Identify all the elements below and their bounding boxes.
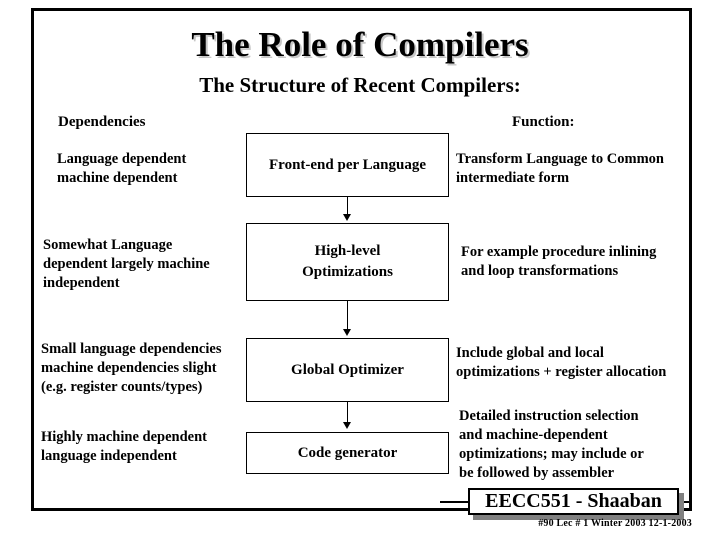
dependency-note-4-line-2: language independent xyxy=(41,448,177,464)
connector-line-2 xyxy=(347,301,348,331)
stage-box-global-optimizer[interactable]: Global Optimizer xyxy=(246,338,449,402)
dependency-note-3-line-1: Small language dependencies xyxy=(41,341,222,357)
dependency-note-3-line-2: machine dependencies slight xyxy=(41,360,217,376)
function-note-2-line-2: and loop transformations xyxy=(461,263,619,279)
dependency-note-1-line-2: machine dependent xyxy=(57,170,178,186)
stage-box-front-end-line-1: Front-end per Language xyxy=(269,156,426,173)
connector-line-3 xyxy=(347,402,348,424)
function-note-4-line-1: Detailed instruction selection xyxy=(459,408,639,424)
function-note-1: Transform Language to Common intermediat… xyxy=(456,150,696,188)
function-note-4-line-4: be followed by assembler xyxy=(459,465,615,481)
connector-line-1 xyxy=(347,197,348,216)
function-note-1-line-1: Transform Language to Common xyxy=(456,151,664,167)
dependency-note-1-line-1: Language dependent xyxy=(57,151,187,167)
column-header-function: Function: xyxy=(512,114,575,130)
stage-box-global-optimizer-line-1: Global Optimizer xyxy=(291,361,404,378)
footer-course-badge: EECC551 - Shaaban xyxy=(468,488,679,515)
function-note-4: Detailed instruction selection and machi… xyxy=(459,407,697,483)
footer-meta-text: #90 Lec # 1 Winter 2003 12-1-2003 xyxy=(538,518,692,529)
dependency-note-1: Language dependent machine dependent xyxy=(57,150,247,188)
stage-box-code-generator[interactable]: Code generator xyxy=(246,432,449,474)
dependency-note-4: Highly machine dependent language indepe… xyxy=(41,428,246,466)
dependency-note-3-line-3: (e.g. register counts/types) xyxy=(41,379,203,395)
stage-box-front-end[interactable]: Front-end per Language xyxy=(246,133,449,197)
connector-arrow-3 xyxy=(343,422,351,429)
function-note-3-line-1: Include global and local xyxy=(456,345,604,361)
column-header-dependencies: Dependencies xyxy=(58,114,146,130)
function-note-2: For example procedure inlining and loop … xyxy=(461,243,697,281)
dependency-note-2: Somewhat Language dependent largely mach… xyxy=(43,236,243,293)
function-note-2-line-1: For example procedure inlining xyxy=(461,244,657,260)
function-note-3: Include global and local optimizations +… xyxy=(456,344,698,382)
footer-badge-group: EECC551 - Shaaban xyxy=(468,488,684,520)
dependency-note-2-line-3: independent xyxy=(43,275,120,291)
dependency-note-2-line-1: Somewhat Language xyxy=(43,237,173,253)
stage-box-high-level-optimizations-line-1: High-level xyxy=(314,243,381,259)
dependency-note-3: Small language dependencies machine depe… xyxy=(41,340,246,397)
stage-box-code-generator-line-1: Code generator xyxy=(297,444,398,461)
page-title: The Role of Compilers xyxy=(191,25,529,64)
dependency-note-4-line-1: Highly machine dependent xyxy=(41,429,207,445)
stage-box-high-level-optimizations-line-2: Optimizations xyxy=(302,264,393,280)
stage-box-high-level-optimizations[interactable]: High-level Optimizations xyxy=(246,223,449,301)
connector-arrow-2 xyxy=(343,329,351,336)
function-note-3-line-2: optimizations + register allocation xyxy=(456,364,667,380)
slide-border-frame xyxy=(31,8,692,511)
function-note-4-line-2: and machine-dependent xyxy=(459,427,608,443)
page-subtitle: The Structure of Recent Compilers: xyxy=(199,73,521,97)
function-note-4-line-3: optimizations; may include or xyxy=(459,446,644,462)
function-note-1-line-2: intermediate form xyxy=(456,170,570,186)
connector-arrow-1 xyxy=(343,214,351,221)
dependency-note-2-line-2: dependent largely machine xyxy=(43,256,210,272)
